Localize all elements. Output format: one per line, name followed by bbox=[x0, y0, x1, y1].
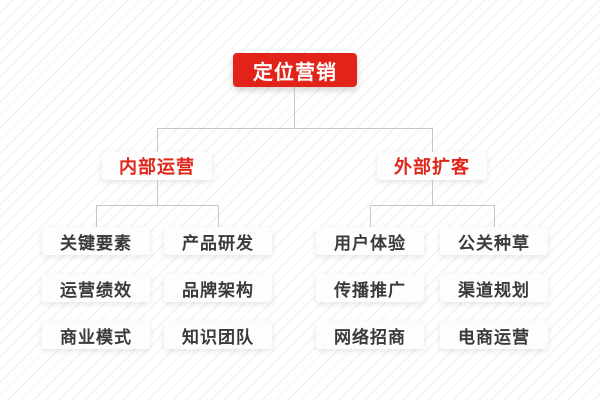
connector-right-crossbar bbox=[370, 205, 495, 206]
node-internal-operations: 内部运营 bbox=[102, 152, 212, 180]
node-communication-promotion: 传播推广 bbox=[316, 274, 424, 302]
connector-right-stem bbox=[432, 180, 433, 205]
node-external-customer-acquisition: 外部扩客 bbox=[377, 152, 487, 180]
node-business-model: 商业模式 bbox=[42, 321, 150, 349]
node-online-merchants: 网络招商 bbox=[316, 321, 424, 349]
connector-left-stem bbox=[157, 180, 158, 205]
node-channel-planning: 渠道规划 bbox=[440, 274, 548, 302]
connector-right-col1-drop bbox=[370, 205, 371, 227]
connector-root-stem bbox=[294, 87, 295, 128]
connector-left-col2-drop bbox=[218, 205, 219, 227]
node-operation-performance: 运营绩效 bbox=[42, 274, 150, 302]
node-user-experience: 用户体验 bbox=[316, 227, 424, 255]
node-knowledge-team: 知识团队 bbox=[164, 321, 272, 349]
node-pr-seeding: 公关种草 bbox=[440, 227, 548, 255]
connector-root-crossbar bbox=[157, 128, 433, 129]
connector-right-branch-drop bbox=[432, 128, 433, 152]
connector-left-branch-drop bbox=[157, 128, 158, 152]
connector-right-col2-drop bbox=[494, 205, 495, 227]
node-brand-architecture: 品牌架构 bbox=[164, 274, 272, 302]
node-ecommerce-operations: 电商运营 bbox=[440, 321, 548, 349]
node-product-development: 产品研发 bbox=[164, 227, 272, 255]
node-key-elements: 关键要素 bbox=[42, 227, 150, 255]
connector-left-col1-drop bbox=[96, 205, 97, 227]
connector-left-crossbar bbox=[96, 205, 219, 206]
node-positioning-marketing: 定位营销 bbox=[233, 53, 357, 87]
